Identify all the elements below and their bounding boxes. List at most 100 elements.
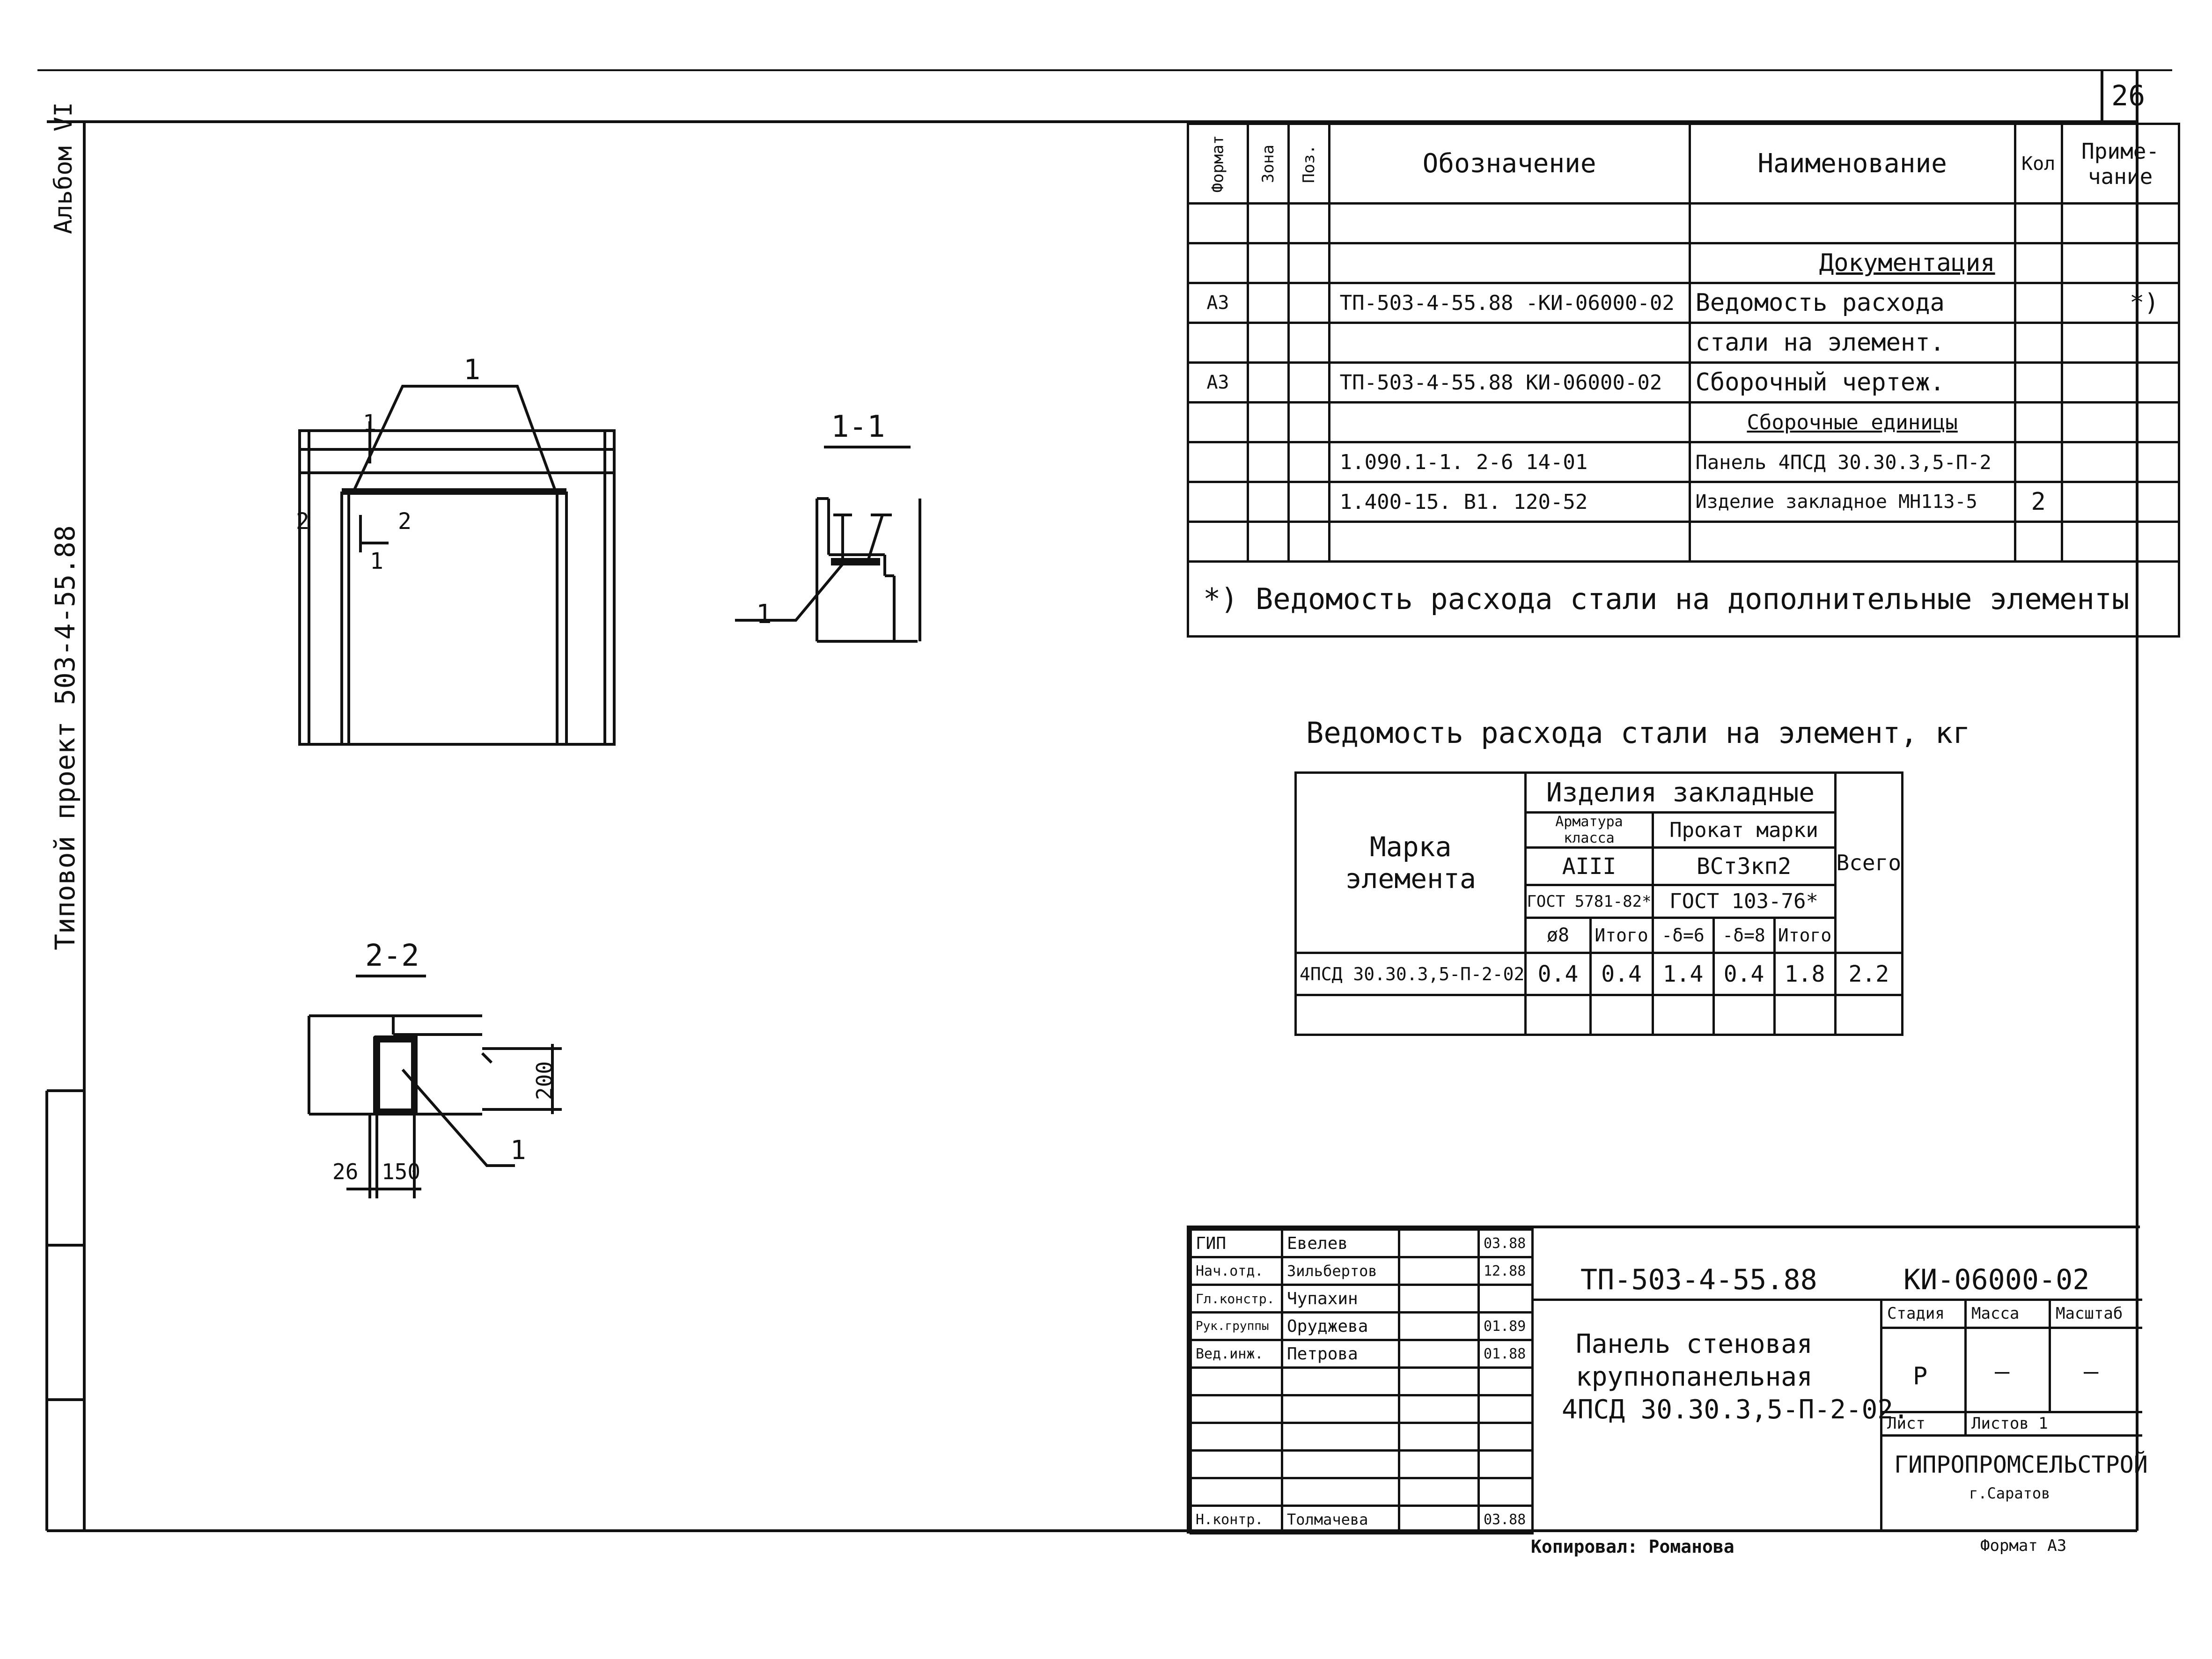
table-cell [1398,1422,1480,1452]
section-2-2-pos: 1 [510,1135,526,1166]
specification-table: Формат Зона Поз. Обозначение Наименовани… [1187,123,2180,638]
scale-label: Масштаб [2056,1304,2123,1323]
hdr-grade: ВСт3кп2 [1651,846,1837,886]
table-cell [1294,994,1527,1036]
table-cell: Оруджева [1281,1311,1400,1341]
table-cell: ТП-503-4-55.88 КИ-06000-02 [1328,361,1691,404]
label-section-2-b: 2 [398,508,412,535]
title-line-3: 4ПСД 30.30.3,5-П-2-02. [1562,1395,1909,1425]
label-section-1-b: 1 [370,548,383,574]
table-cell: Толмачева [1281,1505,1400,1534]
section-1-1-pos: 1 [756,599,772,630]
doc-code: КИ-06000-02 [1903,1263,2090,1296]
table-cell [1246,481,1290,523]
dim-150: 150 [382,1159,421,1184]
album-label: Альбом VI [50,102,78,234]
table-cell [1688,202,2016,244]
table-cell: Изделие закладное МН113-5 [1688,481,2016,523]
table-cell [2014,202,2063,244]
cell-mark: 4ПСД 30.30.3,5-П-2-02 [1294,952,1527,996]
table-cell: Вед.инж. [1190,1339,1283,1369]
hdr-rolled: Прокат марки [1651,811,1837,849]
table-cell [1287,242,1330,284]
steel-empty-row [1294,994,1904,1036]
cell-sum2: 1.8 [1773,952,1837,996]
table-cell [1287,401,1330,443]
table-cell [1281,1477,1400,1507]
table-cell [1477,1477,1534,1507]
table-cell [1281,1422,1400,1452]
table-cell [1328,202,1691,244]
cell-s8: 0.4 [1712,952,1776,996]
signature [1398,1311,1480,1341]
table-cell [1287,282,1330,324]
table-cell [1287,361,1330,404]
table-cell [1190,1366,1283,1396]
table-cell: Евелев [1281,1228,1400,1258]
table-cell [1246,401,1290,443]
table-cell: ТП-503-4-55.88 -КИ-06000-02 [1328,282,1691,324]
stage-label: Стадия [1887,1304,1945,1323]
table-cell: 01.88 [1477,1339,1534,1369]
table-cell [1398,1449,1480,1479]
table-cell [1524,994,1592,1036]
spec-header-row: Формат Зона Поз. Обозначение Наименовани… [1187,123,2180,205]
table-cell: А3 [1187,282,1249,324]
table-cell [1190,1422,1283,1452]
table-cell [1281,1366,1400,1396]
table-cell: 2 [2014,481,2063,523]
table-cell [1773,994,1837,1036]
table-cell [1187,242,1249,284]
table-cell: Чупахин [1281,1284,1400,1314]
dim-26: 26 [332,1159,359,1184]
table-cell [1287,441,1330,483]
spec-row: Документация [1187,242,2180,284]
sheets-label: Листов 1 [1971,1414,2048,1433]
hdr-qty: Кол [2014,123,2063,205]
table-cell [1477,1394,1534,1424]
signature [1398,1339,1480,1369]
table-cell [1246,282,1290,324]
table-cell: 1.090.1-1. 2-6 14-01 [1328,441,1691,483]
copied-by: Копировал: Романова [1531,1536,1734,1557]
hdr-designation: Обозначение [1328,123,1691,205]
table-cell [1287,322,1330,364]
table-cell [1477,1422,1534,1452]
org-city: г.Саратов [1969,1484,2050,1502]
hdr-name: Наименование [1688,123,2016,205]
table-cell: Панель 4ПСД 30.30.3,5-П-2 [1688,441,2016,483]
table-cell [2060,481,2180,523]
scale-value: — [2084,1358,2099,1386]
table-cell [1287,521,1330,563]
section-2-2-title: 2-2 [365,939,419,973]
table-cell [1281,1449,1400,1479]
table-cell: Зильбертов [1281,1256,1400,1286]
table-cell [2060,202,2180,244]
table-cell [2014,322,2063,364]
table-cell [1477,1284,1534,1314]
table-cell: А3 [1187,361,1249,404]
spec-row [1187,521,2180,563]
staff-row: Гл.констр.Чупахин [1190,1284,1534,1314]
hdr-class: АIII [1524,846,1654,886]
table-cell: 1.400-15. В1. 120-52 [1328,481,1691,523]
label-section-1-a: 1 [363,410,376,436]
signature [1398,1505,1480,1534]
table-cell: Н.контр. [1190,1505,1283,1534]
table-cell [1187,322,1249,364]
section-2-2-view [308,975,562,1198]
table-cell [2060,521,2180,563]
table-cell: Документация [1688,242,2016,284]
table-cell [1246,441,1290,483]
table-cell: 03.88 [1477,1505,1534,1534]
table-cell [1712,994,1776,1036]
hdr-s6: -δ=6 [1651,917,1715,954]
hdr-embedded: Изделия закладные [1524,771,1837,814]
hdr-rebar: Арматура класса [1524,811,1654,849]
table-cell [2014,242,2063,284]
sheet-number: 26 [2111,80,2146,112]
